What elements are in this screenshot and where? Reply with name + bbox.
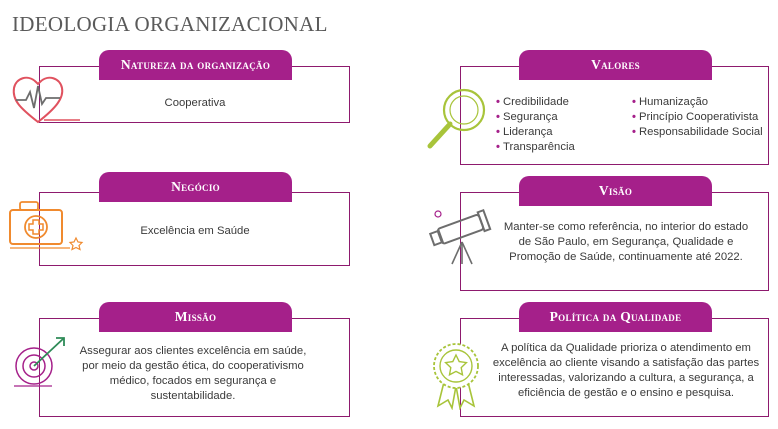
value-item: Princípio Cooperativista <box>632 110 763 125</box>
target-icon <box>8 332 78 392</box>
card-qualidade-box <box>460 318 769 417</box>
card-natureza-text: Cooperativa <box>164 97 226 109</box>
telescope-icon <box>424 204 494 268</box>
value-item: Transparência <box>496 140 575 155</box>
card-negocio-tab: Negócio <box>99 172 292 202</box>
values-list-col1: Credibilidade Segurança Liderança Transp… <box>496 95 575 155</box>
card-missao-tab: Missão <box>99 302 292 332</box>
value-item: Credibilidade <box>496 95 575 110</box>
page-title: IDEOLOGIA ORGANIZACIONAL <box>12 12 328 36</box>
medical-bag-icon <box>6 200 86 254</box>
card-qualidade-tab: Política da Qualidade <box>519 302 712 332</box>
card-visao-box <box>460 192 769 291</box>
card-negocio-text: Excelência em Saúde <box>140 225 250 237</box>
card-negocio-box <box>39 192 350 266</box>
quality-seal-icon <box>424 338 488 410</box>
value-item: Humanização <box>632 95 763 110</box>
card-missao-text: Assegurar aos clientes excelência em saú… <box>79 345 307 402</box>
value-item: Liderança <box>496 125 575 140</box>
card-missao-box <box>39 318 350 417</box>
values-list-col2: Humanização Princípio Cooperativista Res… <box>632 95 763 140</box>
card-qualidade-text: A política da Qualidade prioriza o atend… <box>492 342 760 399</box>
heart-pulse-icon <box>10 72 82 128</box>
value-item: Responsabilidade Social <box>632 125 763 140</box>
value-item: Segurança <box>496 110 575 125</box>
card-natureza-tab: Natureza da organização <box>99 50 292 80</box>
card-visao-text: Manter-se como referência, no interior d… <box>503 221 749 263</box>
card-valores-tab: Valores <box>519 50 712 80</box>
card-visao-tab: Visão <box>519 176 712 206</box>
magnifier-icon <box>424 84 494 156</box>
